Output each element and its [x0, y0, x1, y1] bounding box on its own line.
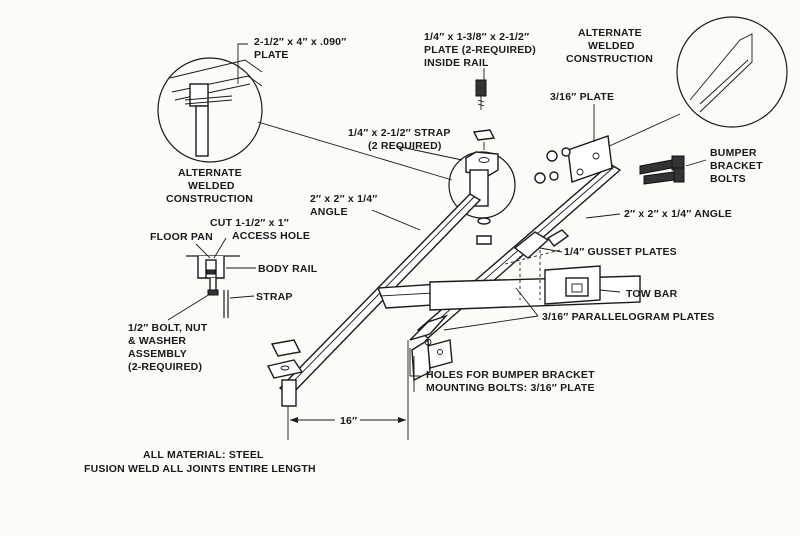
- angle-left-label-1: 2″ x 2″ x 1/4″: [310, 193, 378, 205]
- dimension-16: [287, 340, 409, 440]
- strap-hardware: [476, 217, 492, 245]
- bumper-label-3: BOLTS: [710, 173, 746, 185]
- alt-welded-left-3: CONSTRUCTION: [166, 193, 253, 205]
- inside-rail-label-2: PLATE (2-REQUIRED): [424, 44, 536, 56]
- holes-label-2: MOUNTING BOLTS: 3/16″ PLATE: [426, 382, 595, 394]
- strap-small-label: STRAP: [256, 291, 293, 303]
- tow-bar-label: TOW BAR: [626, 288, 678, 300]
- floor-pan-label: FLOOR PAN: [150, 231, 213, 243]
- leader-left-circle: [257, 121, 453, 181]
- bolt-assembly-label-2: & WASHER: [128, 335, 186, 347]
- angle-left-label-2: ANGLE: [310, 206, 348, 218]
- bumper-bracket-bolts: [639, 155, 685, 185]
- leader-right-circle: [604, 113, 681, 149]
- body-rail-label: BODY RAIL: [258, 263, 318, 275]
- bumper-label-1: BUMPER: [710, 147, 757, 159]
- note-weld: FUSION WELD ALL JOINTS ENTIRE LENGTH: [84, 463, 316, 475]
- inside-rail-plate: [472, 79, 496, 150]
- alt-welded-right-3: CONSTRUCTION: [566, 53, 653, 65]
- bumper-label-2: BRACKET: [710, 160, 763, 172]
- bolt-assembly-label-4: (2-REQUIRED): [128, 361, 202, 373]
- body-rail-detail: [167, 237, 256, 321]
- inside-rail-label-3: INSIDE RAIL: [424, 57, 489, 69]
- plate-3-16-label: 3/16″ PLATE: [550, 91, 614, 103]
- dimension-label: 16″: [340, 415, 357, 427]
- plate-washers: [534, 147, 571, 184]
- angle-right-label: 2″ x 2″ x 1/4″ ANGLE: [624, 208, 732, 220]
- note-material: ALL MATERIAL: STEEL: [143, 449, 264, 461]
- plate-size-label-2: PLATE: [254, 49, 289, 61]
- bolt-assembly-label-1: 1/2″ BOLT, NUT: [128, 322, 208, 334]
- bolt-assembly-label-3: ASSEMBLY: [128, 348, 187, 360]
- access-hole-label-2: ACCESS HOLE: [232, 230, 310, 242]
- alt-welded-right-1: ALTERNATE: [578, 27, 642, 39]
- access-hole-label-1: CUT 1-1/2″ x 1″: [210, 217, 289, 229]
- alt-welded-left-2: WELDED: [188, 180, 235, 192]
- leaders: [237, 43, 707, 392]
- main-frame: [266, 135, 641, 407]
- plate-size-label-1: 2-1/2″ x 4″ x .090″: [254, 36, 346, 48]
- labels: 2-1/2″ x 4″ x .090″ PLATE ALTERNATE WELD…: [84, 27, 763, 475]
- detail-circle-right: [676, 16, 788, 128]
- strap-label-1: 1/4″ x 2-1/2″ STRAP: [348, 127, 451, 139]
- inside-rail-label-1: 1/4″ x 1-3/8″ x 2-1/2″: [424, 31, 529, 43]
- alt-welded-right-2: WELDED: [588, 40, 635, 52]
- detail-circle-left: [157, 57, 263, 163]
- holes-label-1: HOLES FOR BUMPER BRACKET: [426, 369, 595, 381]
- strap-label-2: (2 REQUIRED): [368, 140, 442, 152]
- alt-welded-left-1: ALTERNATE: [178, 167, 242, 179]
- parallelogram-label: 3/16″ PARALLELOGRAM PLATES: [542, 311, 715, 323]
- gusset-label: 1/4″ GUSSET PLATES: [564, 246, 677, 258]
